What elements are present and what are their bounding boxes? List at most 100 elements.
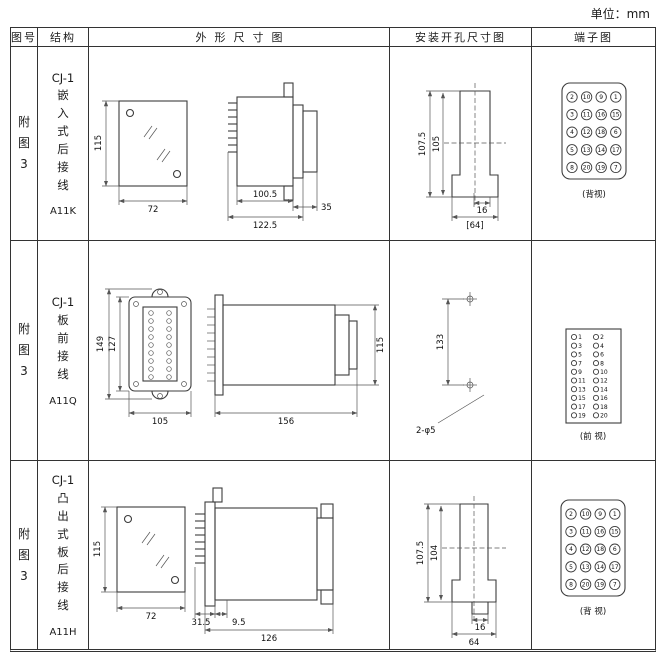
bottom-tab	[283, 185, 294, 201]
terminal-screw-hole	[166, 366, 172, 372]
terminal-number: 8	[600, 360, 604, 367]
cell-structure-row3: CJ-1 凸 出 式 板 后 接 线 A11H	[38, 461, 89, 649]
structure-text: CJ-1 凸 出 式 板 后 接 线	[51, 473, 75, 612]
screw-comb	[207, 308, 215, 382]
cell-fig-row2: 附 图 3	[11, 241, 38, 461]
terminal-number: 14	[596, 563, 604, 570]
body-step	[334, 314, 350, 376]
terminal-circle	[570, 386, 577, 393]
terminal-number: 1	[612, 511, 616, 518]
front-view: 149 127 105	[96, 288, 192, 427]
terminal-circle	[570, 368, 577, 375]
terminal-circle	[580, 91, 592, 103]
dim-height: 115	[93, 540, 103, 556]
terminal-circle	[609, 144, 621, 156]
dim-total-depth: 126	[261, 634, 277, 644]
cell-outline-row1: 115 72	[89, 47, 390, 241]
relay-body	[222, 304, 336, 386]
side-view: 156 115	[207, 294, 386, 427]
terminal-circle	[565, 91, 578, 103]
terminal-screws	[148, 310, 172, 380]
terminal-number: 10	[581, 511, 589, 518]
terminal-circle	[570, 351, 577, 358]
dim-bezel-depth: 35	[321, 203, 332, 213]
cell-mounting-row2: 133 2-φ5	[390, 241, 532, 461]
extension-lines	[442, 298, 464, 386]
dim-depth: 115	[376, 337, 386, 353]
mounting-drawing-row2: 133 2-φ5	[416, 292, 485, 436]
fig-label: 附 图 3	[17, 115, 30, 171]
hatch-marks	[141, 531, 170, 568]
mounting-drawing-row3: 107.5 104 16 64	[416, 495, 506, 648]
terminal-number: 3	[570, 112, 574, 119]
terminal-number: 20	[600, 413, 608, 420]
terminal-screw-hole	[148, 374, 154, 380]
end-cap	[348, 320, 358, 370]
outline-drawing-row3: 115 72	[93, 486, 334, 644]
terminal-circle	[594, 507, 606, 520]
terminal-circle	[565, 161, 578, 174]
structure-text: CJ-1 嵌 入 式 后 接 线	[51, 70, 75, 192]
terminal-circle	[580, 108, 592, 121]
dim-hole-spacing: 133	[436, 334, 446, 350]
terminal-number: 12	[582, 129, 590, 136]
top-tab	[283, 82, 294, 98]
terminal-number: 9	[599, 94, 603, 101]
terminal-circle	[608, 560, 620, 572]
terminal-screw-hole	[148, 358, 154, 364]
view-label: (前 视)	[579, 431, 605, 442]
terminal-circle	[570, 377, 577, 384]
dim-cutout-h2: 104	[430, 544, 440, 560]
terminal-number: 10	[582, 94, 590, 101]
terminal-number: 20	[581, 581, 589, 588]
terminal-number: 1	[613, 94, 617, 101]
terminal-number: 13	[578, 386, 586, 393]
terminal-number: 12	[581, 546, 589, 553]
terminal-circle	[595, 144, 607, 156]
terminal-number: 18	[597, 129, 605, 136]
terminal-circle	[592, 377, 599, 384]
terminal-number: 12	[600, 378, 608, 385]
dim-inner-height: 127	[108, 336, 118, 352]
cutout-tab	[471, 601, 489, 615]
top-ear	[151, 288, 169, 298]
terminal-circle	[592, 333, 599, 341]
terminal-screw-hole	[148, 326, 154, 332]
terminal-number: 7	[612, 581, 616, 588]
relay-front-outline	[116, 505, 186, 593]
terminal-number: 17	[578, 404, 586, 411]
terminal-circle	[592, 368, 599, 375]
model-code: A11K	[49, 206, 77, 218]
terminal-number: 2	[600, 334, 604, 341]
terminal-block	[142, 306, 178, 382]
terminal-number: 13	[581, 563, 589, 570]
terminal-number: 15	[611, 112, 619, 119]
extension-lines	[102, 100, 188, 205]
outline-drawing-row1: 115 72	[94, 82, 332, 231]
dim-cutout-w2: [64]	[466, 221, 483, 231]
dim-length: 156	[278, 417, 294, 427]
terminal-number: 3	[578, 343, 582, 350]
terminal-circle	[565, 126, 578, 138]
terminal-circle	[564, 525, 577, 537]
hole-marks	[463, 292, 477, 392]
relay-body	[236, 96, 294, 187]
cell-fig-row3: 附 图 3	[11, 461, 38, 649]
terminal-number: 8	[569, 581, 573, 588]
terminal-number: 4	[570, 129, 574, 136]
terminal-circle	[579, 543, 591, 555]
front-view: 115 72	[94, 100, 188, 215]
mounting-drawing-row1: 107.5 105 16 [64]	[418, 83, 506, 231]
terminal-screw-hole	[148, 350, 154, 356]
terminal-number: 18	[596, 546, 604, 553]
terminal-number: 15	[610, 528, 618, 535]
terminal-number: 19	[596, 581, 604, 588]
terminal-number: 6	[600, 352, 604, 359]
model-code: A11Q	[49, 395, 77, 407]
terminal-screw-hole	[148, 318, 154, 324]
terminal-circle	[595, 126, 607, 138]
terminal-number: 6	[613, 129, 617, 136]
terminal-circle	[564, 578, 577, 590]
